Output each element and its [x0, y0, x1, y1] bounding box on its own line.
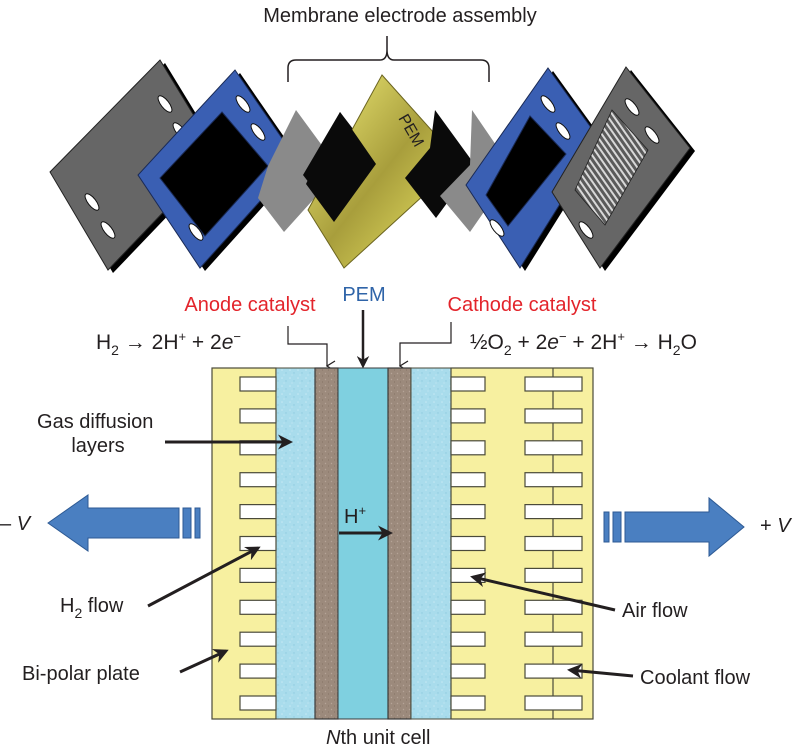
coolant-channel	[524, 504, 583, 520]
air-channel	[450, 504, 486, 520]
h2-channel	[239, 631, 277, 647]
plate-hole	[644, 126, 660, 144]
coolant-channel	[524, 567, 583, 584]
coolant-flow-pointer	[567, 663, 634, 679]
cathode-reaction: ½O2 + 2e− + 2H+ → H2O	[470, 329, 697, 358]
h2-channel	[239, 504, 277, 520]
air-channel	[450, 535, 486, 552]
gasket-hole	[540, 95, 556, 113]
gas-diffusion-label: Gas diffusion layers	[37, 411, 159, 457]
h2-channel	[239, 376, 277, 392]
coolant-channel	[524, 535, 583, 552]
plate-hole	[157, 95, 173, 113]
bipolar-plate-label: Bi-polar plate	[22, 663, 140, 685]
flow-field-grooves	[574, 109, 649, 226]
catalyst-anode	[314, 367, 339, 720]
plate-hole	[624, 98, 640, 116]
pem-membrane	[337, 367, 389, 720]
gdl-cathode	[410, 367, 452, 720]
plate-hole	[100, 221, 116, 239]
plate-hole	[84, 193, 100, 211]
cathode-catalyst-label: Cathode catalyst	[448, 294, 597, 316]
anode-reaction: H2 → 2H+ + 2e−	[96, 329, 241, 358]
h2-channel	[239, 695, 277, 711]
proton-label: H+	[344, 503, 366, 528]
h2-channel	[239, 408, 277, 424]
air-channel	[450, 472, 486, 488]
pem-label: PEM	[342, 284, 385, 306]
air-channel	[450, 567, 486, 584]
coolant-channel	[524, 631, 583, 647]
cathode-catalyst-pointer	[400, 322, 452, 366]
mea-bracket	[287, 36, 490, 82]
h2-flow-pointer	[147, 546, 261, 608]
h2-channel	[239, 567, 277, 584]
coolant-flow-label: Coolant flow	[640, 667, 751, 689]
negative-terminal-label: – V	[0, 513, 32, 535]
coolant-channel	[524, 599, 583, 615]
air-channel	[450, 663, 486, 679]
gasket-right	[465, 67, 605, 271]
catalyst-cathode	[387, 367, 412, 720]
mea-title: Membrane electrode assembly	[263, 5, 536, 27]
catalyst-right	[405, 110, 475, 218]
anode-catalyst-pointer	[287, 326, 327, 366]
gasket-hole	[555, 122, 571, 140]
air-channel	[450, 599, 486, 615]
unit-cell-label: Nth unit cell	[326, 727, 431, 749]
air-channel	[450, 695, 486, 711]
air-channel	[450, 376, 486, 392]
positive-terminal-arrow	[603, 496, 745, 558]
flow-channels	[239, 376, 583, 711]
air-channel	[450, 408, 486, 424]
plate-hole	[578, 221, 594, 239]
exploded-view: PEM	[49, 59, 695, 273]
gasket-left	[137, 69, 302, 271]
air-channel	[450, 631, 486, 647]
h2-channel	[239, 663, 277, 679]
air-channel	[450, 440, 486, 456]
anode-catalyst-label: Anode catalyst	[184, 294, 316, 316]
gasket-hole	[250, 123, 266, 141]
air-flow-label: Air flow	[622, 600, 688, 622]
gdl-anode	[275, 367, 316, 720]
coolant-channel	[524, 376, 583, 392]
positive-terminal-label: + V	[760, 515, 792, 537]
bipolar-plate-pointer	[179, 649, 229, 674]
gdl-left	[258, 110, 340, 232]
gasket-hole	[235, 95, 251, 113]
flow-plate-right	[551, 66, 695, 271]
coolant-channel	[524, 440, 583, 456]
h2-channel	[239, 472, 277, 488]
catalyst-left-front	[306, 112, 376, 222]
h2-flow-label: H2 flow	[60, 595, 124, 621]
unit-cell	[211, 367, 594, 720]
coolant-channel	[524, 695, 583, 711]
h2-channel	[239, 599, 277, 615]
coolant-channel	[524, 472, 583, 488]
air-flow-pointer	[470, 572, 616, 612]
gasket-hole	[188, 223, 204, 241]
negative-terminal-arrow	[47, 494, 201, 552]
coolant-channel	[524, 408, 583, 424]
gasket-hole	[489, 219, 505, 237]
